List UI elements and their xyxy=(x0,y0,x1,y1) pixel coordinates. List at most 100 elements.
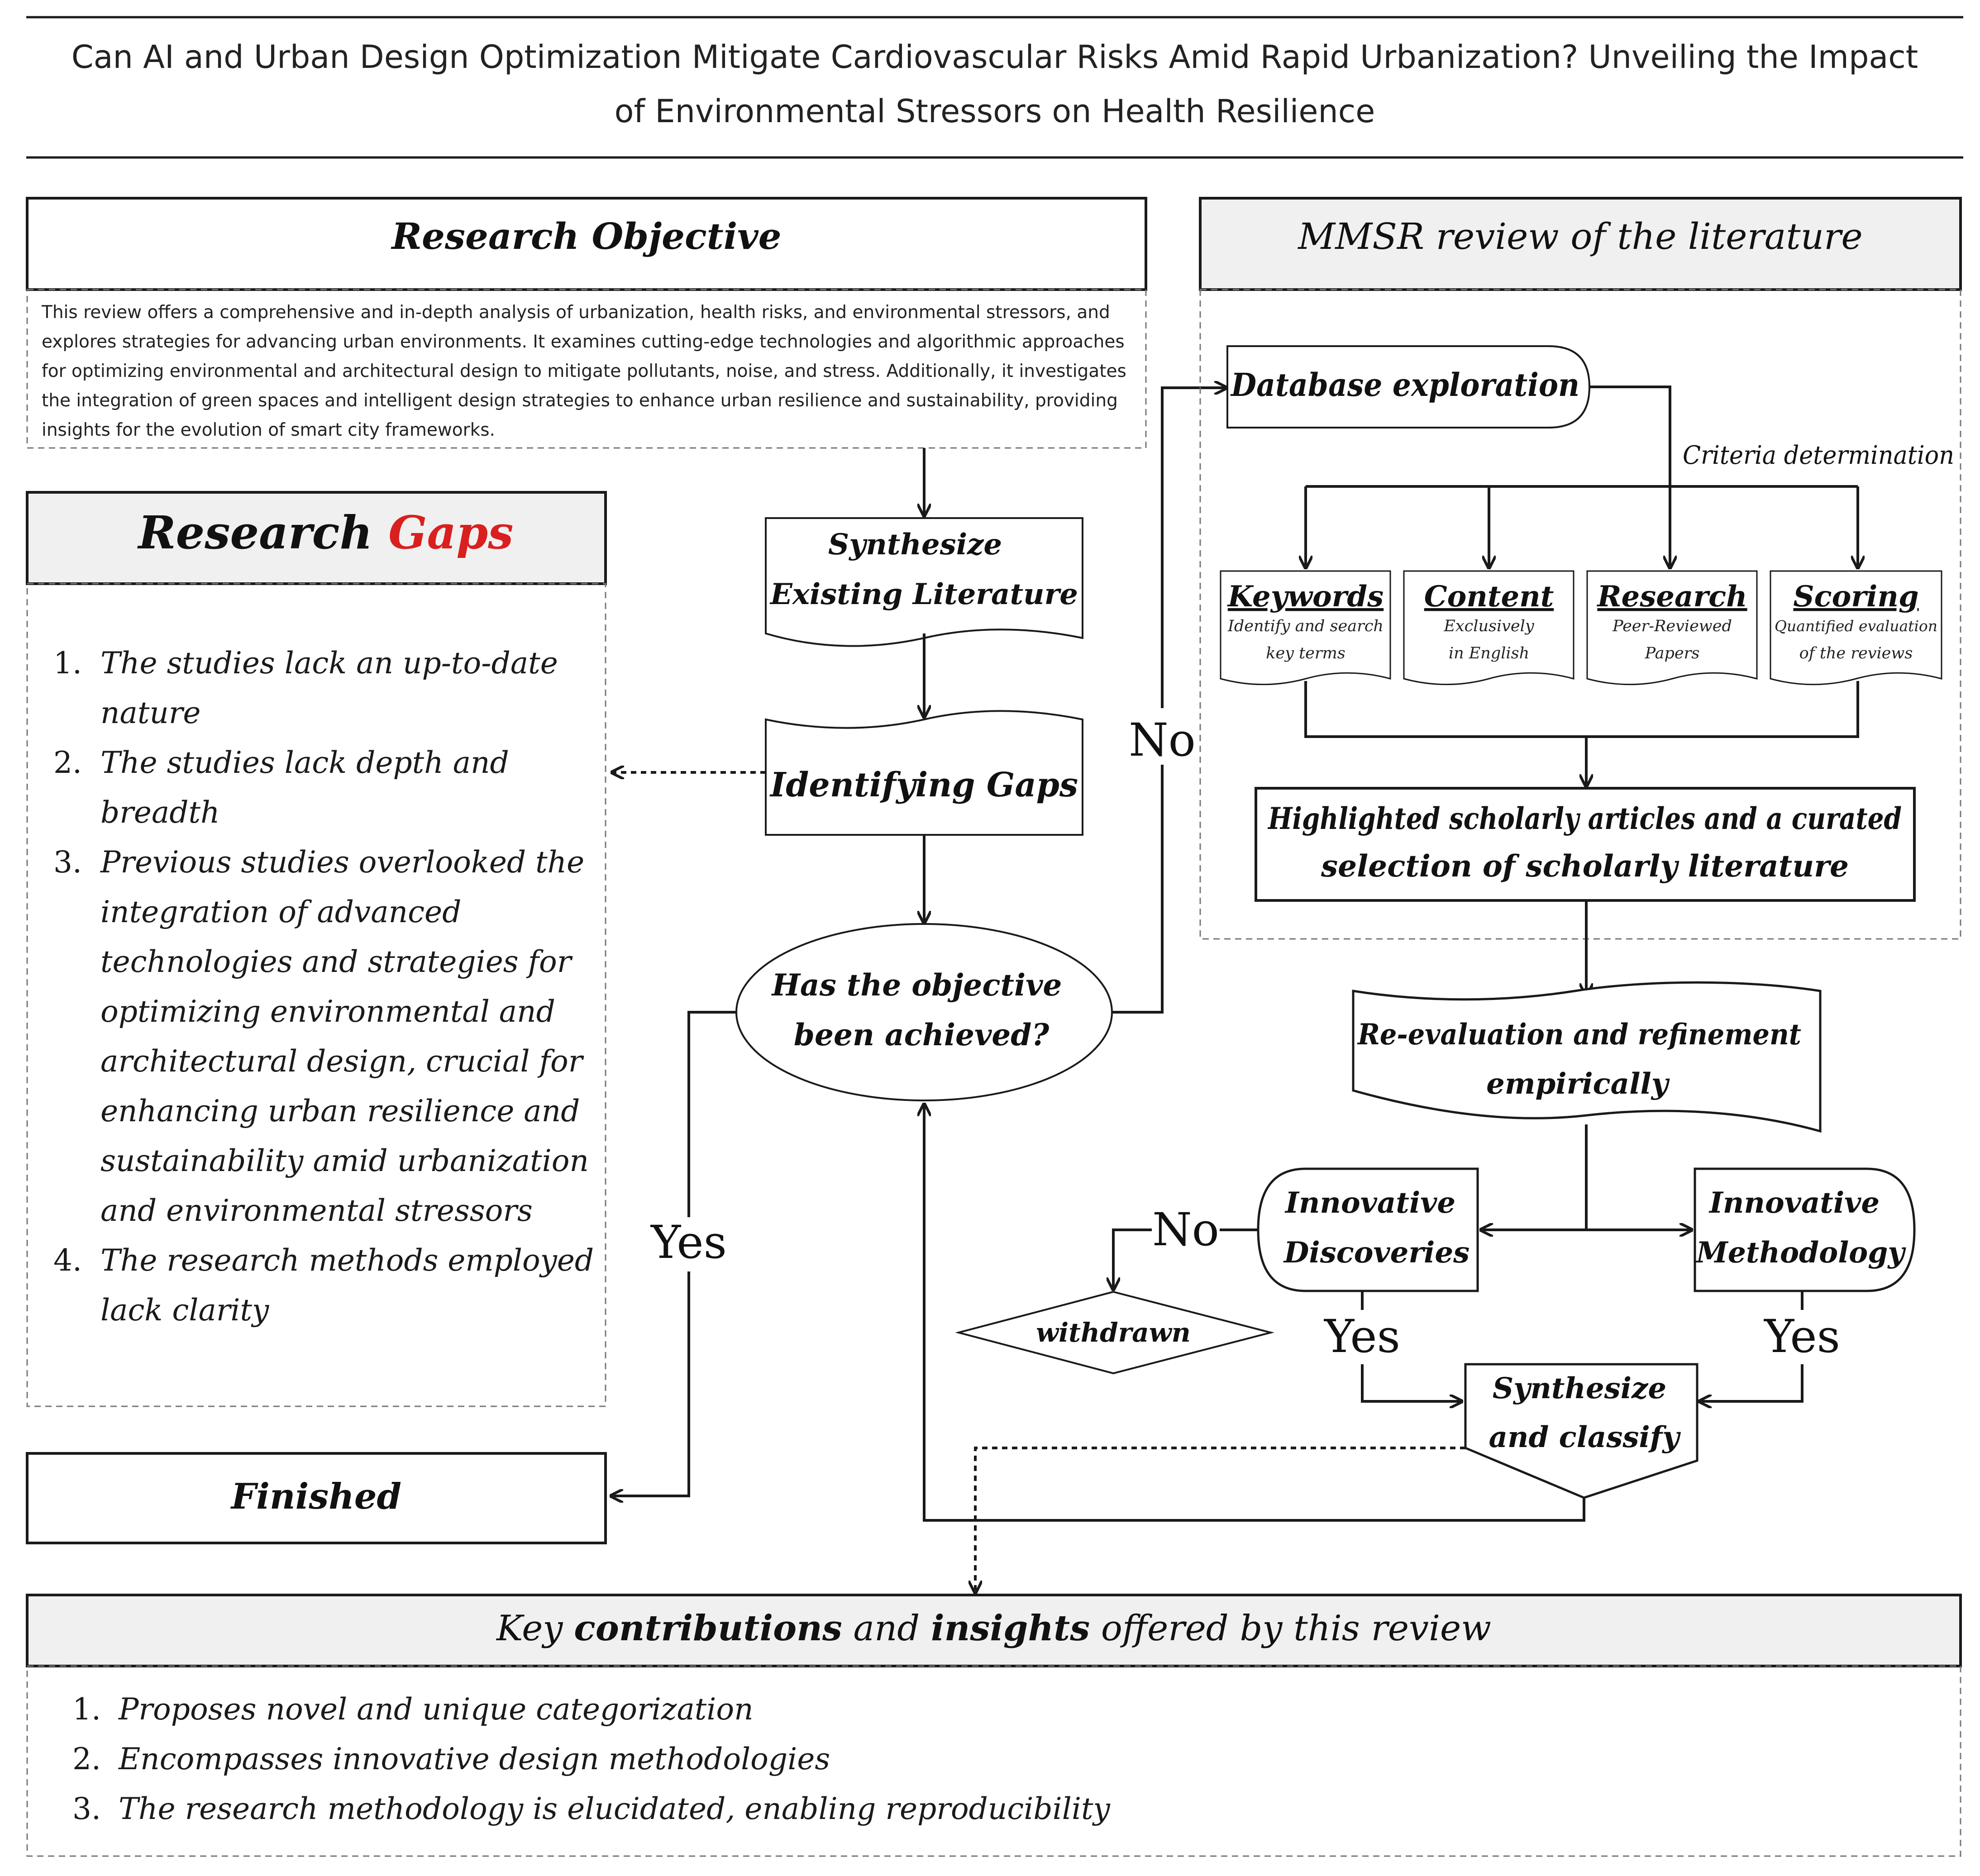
arrow-no-to-database xyxy=(1112,388,1226,1014)
gaps-heading: Research Gaps xyxy=(137,506,514,559)
criteria-content-title: Content xyxy=(1424,580,1554,614)
criteria-research-title: Research xyxy=(1596,580,1747,614)
criteria-content-line-1: Exclusively xyxy=(1443,617,1534,635)
title-line-1: Can AI and Urban Design Optimization Mit… xyxy=(72,38,1918,76)
refine-shape xyxy=(1352,981,1822,1133)
gap-item-line: and environmental stressors xyxy=(100,1193,533,1228)
withdrawn-diamond xyxy=(955,1290,1274,1375)
contributions-list: 1. Proposes novel and unique categorizati… xyxy=(72,1692,1110,1826)
gap-number: 3. xyxy=(53,845,82,880)
arrow-methodology-yes-to-classify xyxy=(1699,1364,1803,1401)
contribution-number: 1. xyxy=(72,1692,101,1727)
methodology-line-1: Innovative xyxy=(1708,1186,1880,1220)
contributions-heading-part-3: and xyxy=(842,1608,931,1649)
classify-shape xyxy=(1464,1363,1699,1499)
gaps-header-box xyxy=(26,491,607,585)
contributions-body-box xyxy=(26,1665,1961,1857)
title-line-2: of Environmental Stressors on Health Res… xyxy=(615,93,1375,130)
highlighted-line-1: Highlighted scholarly articles and a cur… xyxy=(1267,801,1902,836)
arrow-classify-to-contributions xyxy=(975,1447,1465,1593)
arrow-no-to-withdrawn xyxy=(1113,1228,1152,1290)
discoveries-line-2: Discoveries xyxy=(1283,1236,1469,1270)
gap-item-line: optimizing environmental and xyxy=(100,994,555,1029)
highlighted-line-2: selection of scholarly literature xyxy=(1321,848,1849,884)
contributions-heading-part-2: contributions xyxy=(574,1608,842,1649)
criteria-scoring-line-1: Quantified evaluation xyxy=(1775,617,1937,635)
identifying-gaps-label: Identifying Gaps xyxy=(769,766,1078,805)
gap-item-line: The studies lack depth and xyxy=(100,745,509,780)
criteria-merge-line xyxy=(1304,681,1859,738)
synthesize-existing-line-1: Synthesize xyxy=(828,528,1002,562)
synthesize-existing-line-2: Existing Literature xyxy=(769,577,1078,611)
gap-number: 4. xyxy=(53,1243,82,1278)
discoveries-line-1: Innovative xyxy=(1284,1186,1455,1220)
criteria-research-line-2: Papers xyxy=(1645,644,1700,662)
gap-item-line: The studies lack an up-to-date xyxy=(100,646,558,681)
no-label: No xyxy=(1129,714,1196,767)
gap-item-line: integration of advanced xyxy=(100,895,461,929)
mmsr-heading: MMSR review of the literature xyxy=(1297,215,1862,257)
contributions-heading-part-5: offered by this review xyxy=(1090,1608,1491,1649)
criteria-research-line-1: Peer-Reviewed xyxy=(1612,617,1732,635)
methodology-shape xyxy=(1694,1167,1916,1292)
arrow-discoveries-yes-to-classify xyxy=(1361,1364,1462,1401)
gaps-body-box xyxy=(26,583,606,1407)
finished-box xyxy=(26,1452,607,1544)
criteria-keywords-line-2: key terms xyxy=(1266,644,1345,662)
refine-line-1: Re-evaluation and refinement xyxy=(1357,1018,1801,1052)
criteria-research-shape xyxy=(1586,570,1758,686)
criteria-keywords: Keywords Identify and search key terms xyxy=(1220,570,1391,686)
contributions-heading-part-1: Key xyxy=(496,1608,574,1649)
discoveries-no-label: No xyxy=(1152,1203,1219,1256)
gaps-list: 1.The studies lack an up-to-datenature2.… xyxy=(53,646,594,1328)
contribution-number: 2. xyxy=(72,1742,101,1776)
contributions-heading: Key contributions and insights offered b… xyxy=(496,1608,1491,1649)
contribution-item: Proposes novel and unique categorization xyxy=(118,1692,754,1727)
gap-item-line: breadth xyxy=(100,795,219,830)
gap-item-line: lack clarity xyxy=(100,1293,269,1328)
objective-line-2: explores strategies for advancing urban … xyxy=(42,332,1125,352)
contributions-header-box xyxy=(26,1594,1962,1667)
mmsr-header-box xyxy=(1199,197,1962,291)
decision-line-2: been achieved? xyxy=(794,1017,1050,1052)
yes-label-bg xyxy=(643,1217,733,1271)
decision-line-1: Has the objective xyxy=(771,967,1062,1003)
criteria-scoring-shape xyxy=(1770,570,1942,686)
objective-body-box xyxy=(26,289,1147,449)
classify-line-1: Synthesize xyxy=(1493,1371,1666,1405)
contributions-heading-part-4: insights xyxy=(931,1608,1090,1649)
database-to-criteria-line xyxy=(1589,386,1670,568)
criteria-research: Research Peer-Reviewed Papers xyxy=(1586,570,1758,686)
criteria-scoring-title: Scoring xyxy=(1793,580,1918,614)
criteria-content-shape xyxy=(1403,570,1574,686)
criteria-keywords-shape xyxy=(1220,570,1391,686)
criteria-scoring-line-2: of the reviews xyxy=(1799,644,1913,662)
identifying-gaps-shape xyxy=(765,710,1083,836)
gaps-heading-highlight: Gaps xyxy=(388,506,513,559)
methodology-line-2: Methodology xyxy=(1695,1236,1906,1270)
gap-item-line: nature xyxy=(100,695,201,730)
objective-line-3: for optimizing environmental and archite… xyxy=(42,361,1126,381)
gap-item-line: The research methods employed xyxy=(100,1243,594,1278)
criteria-label: Criteria determination xyxy=(1683,441,1954,470)
contribution-number: 3. xyxy=(72,1791,101,1826)
withdrawn-label: withdrawn xyxy=(1036,1317,1191,1348)
yes-label: Yes xyxy=(650,1216,727,1269)
criteria-scoring: Scoring Quantified evaluation of the rev… xyxy=(1770,570,1942,686)
arrow-classify-to-decision xyxy=(924,1104,1585,1522)
finished-label: Finished xyxy=(230,1476,401,1517)
gap-item-line: enhancing urban resilience and xyxy=(100,1094,580,1128)
no-label-bg xyxy=(1125,708,1199,765)
highlighted-box xyxy=(1255,787,1916,902)
objective-line-4: the integration of green spaces and inte… xyxy=(42,390,1118,411)
gap-item-line: Previous studies overlooked the xyxy=(100,845,584,880)
gap-item-line: architectural design, crucial for xyxy=(100,1044,584,1079)
objective-line-5: insights for the evolution of smart city… xyxy=(42,420,495,440)
gap-number: 1. xyxy=(53,646,82,681)
contribution-item: Encompasses innovative design methodolog… xyxy=(118,1742,830,1776)
gap-item-line: sustainability amid urbanization xyxy=(100,1143,589,1178)
classify-line-2: and classify xyxy=(1489,1420,1681,1454)
gap-item-line: technologies and strategies for xyxy=(100,944,573,979)
decision-ellipse xyxy=(735,923,1113,1101)
